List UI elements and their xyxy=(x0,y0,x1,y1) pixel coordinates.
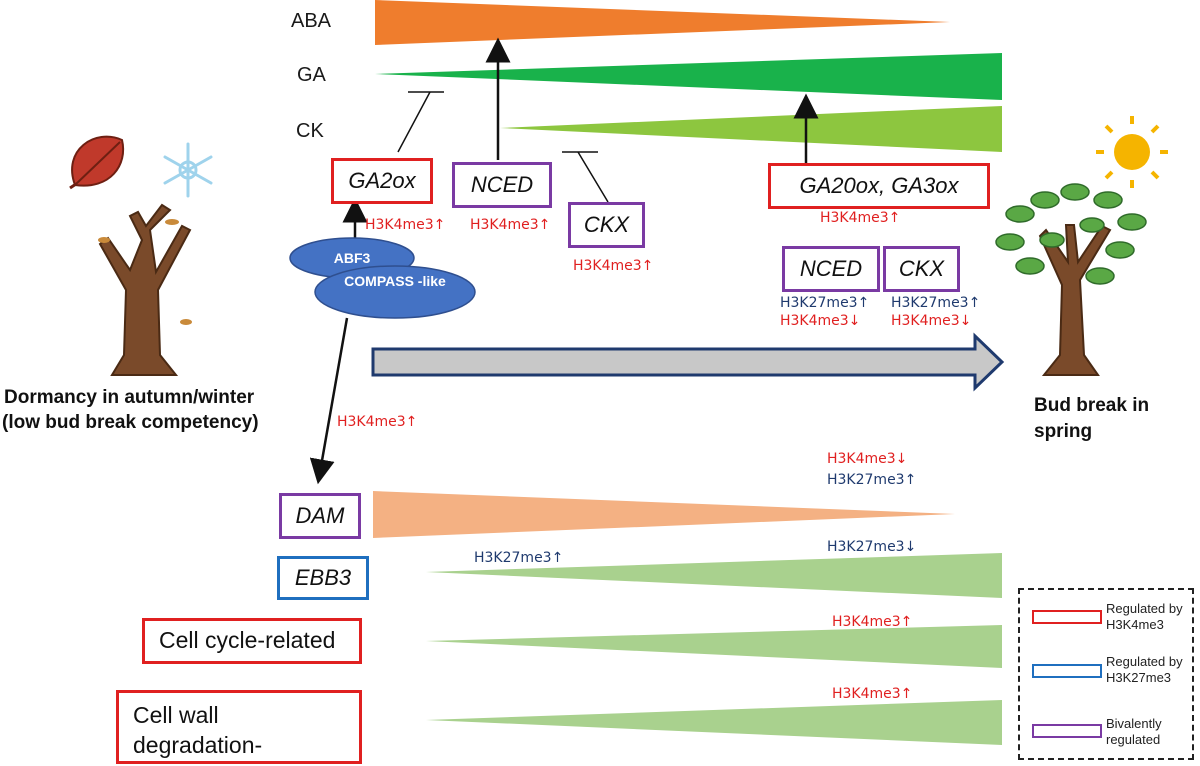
ga2ox-mark: H3K4me3↑ xyxy=(365,217,446,233)
leafy-tree-icon xyxy=(995,183,1147,376)
cell-cycle-box: Cell cycle-related xyxy=(142,618,362,664)
nced-mark: H3K4me3↑ xyxy=(470,217,551,233)
ebb3-wedge xyxy=(426,553,1002,598)
ckx-inhibit-ck-line xyxy=(577,151,609,203)
ckx-h3k4-mark: H3K4me3↓ xyxy=(891,313,972,329)
cell-cycle-mark: H3K4me3↑ xyxy=(832,614,913,630)
dormancy-caption-line1: Dormancy in autumn/winter xyxy=(4,387,255,408)
legend-label-h3k27me3: Regulated by H3K27me3 xyxy=(1106,654,1183,686)
compass-ellipse xyxy=(314,265,476,319)
aba-label: ABA xyxy=(291,10,332,32)
complex-to-dam-arrow xyxy=(309,317,349,485)
aba-wedge xyxy=(375,0,950,45)
ckx-mark: H3K4me3↑ xyxy=(573,258,654,274)
ebb3-right-mark: H3K27me3↓ xyxy=(827,539,917,555)
seasonal-progress-arrow xyxy=(371,332,1005,392)
dormancy-caption-line2: (low bud break competency) xyxy=(2,412,259,433)
dam-h3k4-mark: H3K4me3↓ xyxy=(827,451,908,467)
legend-swatch-h3k4me3 xyxy=(1032,610,1102,624)
ga20ox-ga3ox-box: GA20ox, GA3ox xyxy=(768,163,990,209)
legend: Regulated by H3K4me3 Regulated by H3K27m… xyxy=(1018,588,1194,760)
budbreak-caption-line1: Bud break in xyxy=(1034,395,1150,416)
ebb3-box: EBB3 xyxy=(277,556,369,600)
nced-h3k27-mark: H3K27me3↑ xyxy=(780,295,870,311)
nced-h3k4-mark: H3K4me3↓ xyxy=(780,313,861,329)
ebb3-left-mark: H3K27me3↑ xyxy=(474,550,564,566)
cell-wall-mark: H3K4me3↑ xyxy=(832,686,913,702)
dam-wedge xyxy=(373,491,955,538)
dam-arrow-mark: H3K4me3↑ xyxy=(337,414,418,430)
snowflake-icon xyxy=(163,142,213,198)
cell-wall-box: Cell wall degradation-related xyxy=(116,690,362,766)
autumn-leaf-icon xyxy=(69,135,125,190)
legend-swatch-h3k27me3 xyxy=(1032,664,1102,678)
ckx-bivalent-box: CKX xyxy=(883,246,960,292)
ga2ox-inhibit-ga-line xyxy=(397,91,431,153)
cell-wall-wedge xyxy=(426,700,1002,745)
cell-cycle-wedge xyxy=(426,625,1002,668)
nced-bivalent-box: NCED xyxy=(782,246,880,292)
ga2ox-box: GA2ox xyxy=(331,158,433,204)
ck-label: CK xyxy=(296,120,324,142)
legend-label-bivalent: Bivalently regulated xyxy=(1106,716,1162,748)
dam-h3k27-mark: H3K27me3↑ xyxy=(827,472,917,488)
ga20ox-mark: H3K4me3↑ xyxy=(820,210,901,226)
ga-wedge xyxy=(375,53,1002,100)
ck-wedge xyxy=(500,106,1002,152)
ckx-h3k27-mark: H3K27me3↑ xyxy=(891,295,981,311)
ga-label: GA xyxy=(297,64,326,86)
sun-icon xyxy=(1096,116,1168,188)
legend-swatch-bivalent xyxy=(1032,724,1102,738)
nced-box: NCED xyxy=(452,162,552,208)
abf3-label: ABF3 xyxy=(333,250,371,266)
legend-label-h3k4me3: Regulated by H3K4me3 xyxy=(1106,601,1183,633)
compass-label: COMPASS -like xyxy=(344,273,446,289)
budbreak-caption-line2: spring xyxy=(1034,421,1093,442)
ckx-box: CKX xyxy=(568,202,645,248)
dam-box: DAM xyxy=(279,493,361,539)
bare-tree-icon xyxy=(98,203,192,376)
